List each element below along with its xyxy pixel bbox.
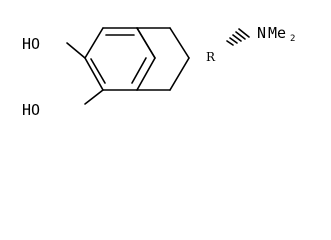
hashed-wedge-bond (226, 28, 250, 46)
amine-methyl-count: 2 (290, 34, 295, 44)
bond-to-top-hydroxyl (66, 42, 86, 59)
double-bond-inner (90, 58, 106, 84)
bond (84, 27, 104, 59)
bond (136, 57, 156, 91)
bond-to-bottom-hydroxyl (84, 89, 104, 105)
aromatic-ring (84, 27, 156, 91)
ring-fusion (136, 27, 156, 59)
amine-methyl-label: Me (268, 24, 286, 42)
bond (136, 27, 156, 59)
bond (84, 57, 104, 91)
hydroxyl-top-label: HO (22, 35, 40, 53)
double-bond-inner (131, 57, 147, 84)
bond (169, 27, 190, 59)
bond (169, 57, 190, 91)
saturated-ring (136, 27, 190, 91)
amine-nitrogen-label: N (257, 24, 266, 42)
chemical-structure: HO HO N Me 2 R (22, 24, 295, 119)
substituent-bonds (66, 28, 250, 105)
stereo-descriptor-label: R (206, 50, 216, 64)
hydroxyl-bottom-label: HO (22, 101, 40, 119)
